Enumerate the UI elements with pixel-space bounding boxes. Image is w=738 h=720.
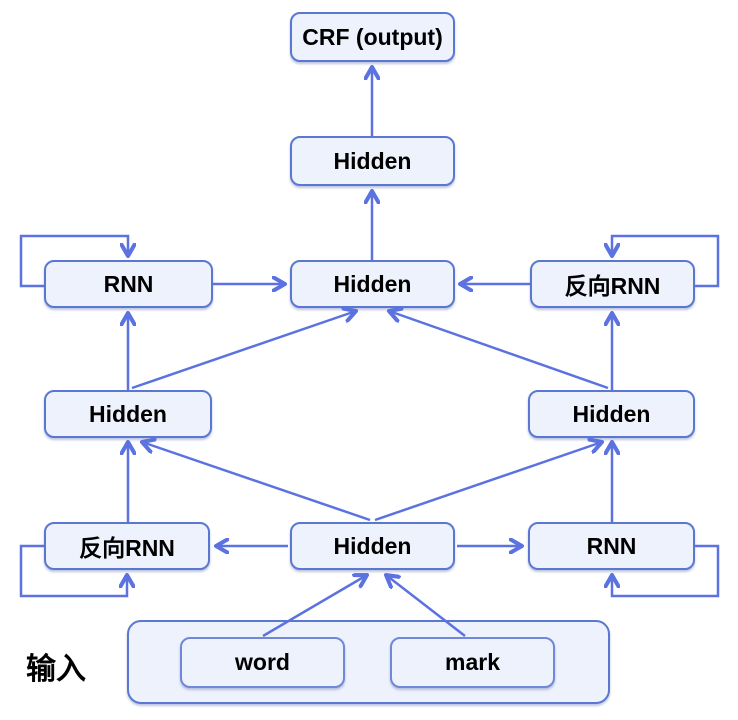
node-hidden-right: Hidden	[528, 390, 695, 438]
node-backward-rnn-top: 反向RNN	[530, 260, 695, 308]
node-crf-output: CRF (output)	[290, 12, 455, 62]
node-mark: mark	[390, 637, 555, 688]
node-backward-rnn-bottom: 反向RNN	[44, 522, 210, 570]
node-rnn-forward-bottom: RNN	[528, 522, 695, 570]
edge-hidden-bot-to-hidden-right	[374, 442, 602, 522]
input-label: 输入	[26, 653, 86, 686]
node-hidden-middle: Hidden	[290, 260, 455, 308]
node-word: word	[180, 637, 345, 688]
edge-hidden-left-to-hidden-mid	[131, 311, 356, 390]
node-hidden-bottom: Hidden	[290, 522, 455, 570]
edge-hidden-right-to-hidden-mid	[389, 311, 609, 390]
node-hidden-left: Hidden	[44, 390, 212, 438]
edge-hidden-bot-to-hidden-left	[142, 442, 371, 522]
node-hidden-top: Hidden	[290, 136, 455, 186]
node-rnn-forward-top: RNN	[44, 260, 213, 308]
